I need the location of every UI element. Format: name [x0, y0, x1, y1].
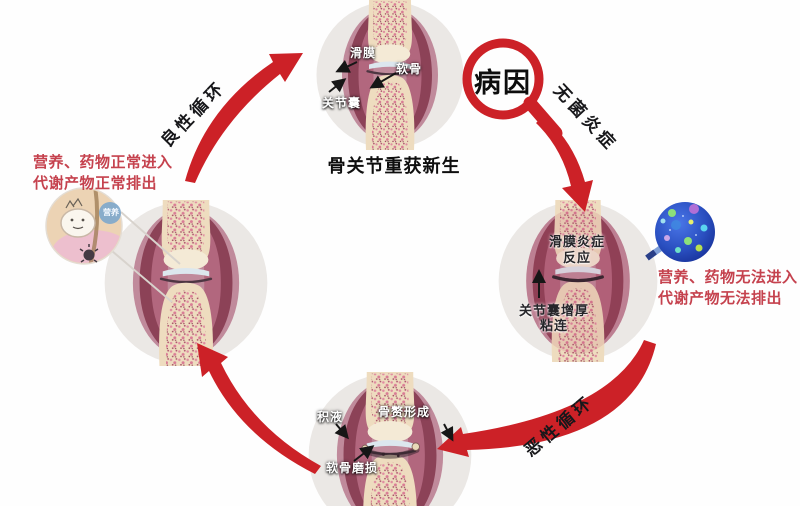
- aseptic-inflammation-label: 无菌炎症: [549, 80, 622, 156]
- healthy-joint-image: [315, 0, 465, 150]
- joint-capsule-label: 关节囊: [322, 96, 362, 110]
- blocked-note-line2: 代谢产物无法排出: [658, 290, 783, 307]
- vicious-cycle-label: 恶性循环: [521, 391, 598, 461]
- synovitis-label-line2: 反应: [562, 250, 591, 265]
- normal-exchange-note-line1: 营养、药物正常进入: [33, 154, 173, 171]
- cartilage-wear-label: 软骨磨损: [326, 461, 379, 475]
- benign-cycle-label: 良性循环: [157, 77, 230, 151]
- microbe-icon: [79, 244, 99, 263]
- capsule-thickening-label-line2: 粘连: [539, 318, 568, 333]
- knee-joint-illustration: [315, 0, 465, 150]
- synovitis-label-line1: 滑膜炎症: [548, 234, 605, 249]
- blocked-note: 营养、药物无法进入 代谢产物无法排出: [658, 267, 798, 309]
- blocked-note-line1: 营养、药物无法进入: [658, 269, 798, 286]
- healthy-joint-caption: 骨关节重获新生: [327, 156, 461, 176]
- magnifier-handle: [523, 96, 563, 140]
- effusion-label: 积液: [317, 410, 344, 424]
- osteophyte-label: 骨赘形成: [378, 405, 431, 419]
- normal-exchange-note: 营养、药物正常进入 代谢产物正常排出: [33, 152, 173, 194]
- capsule-thickening-label-line1: 关节囊增厚: [518, 303, 589, 318]
- recovering-joint-image: [103, 200, 269, 366]
- normal-exchange-note-line2: 代谢产物正常排出: [33, 175, 158, 192]
- damaged-joint-image: [307, 372, 473, 506]
- knee-joint-illustration: [497, 200, 659, 362]
- nutrition-bubble-label: 营养: [103, 208, 119, 217]
- knee-joint-illustration: [103, 200, 269, 366]
- inflamed-joint-image: [497, 200, 659, 362]
- cartilage-label: 软骨: [396, 62, 423, 76]
- synovium-label: 滑膜: [350, 46, 377, 60]
- cause-title: 病因: [474, 68, 532, 98]
- knee-joint-illustration: [307, 372, 473, 506]
